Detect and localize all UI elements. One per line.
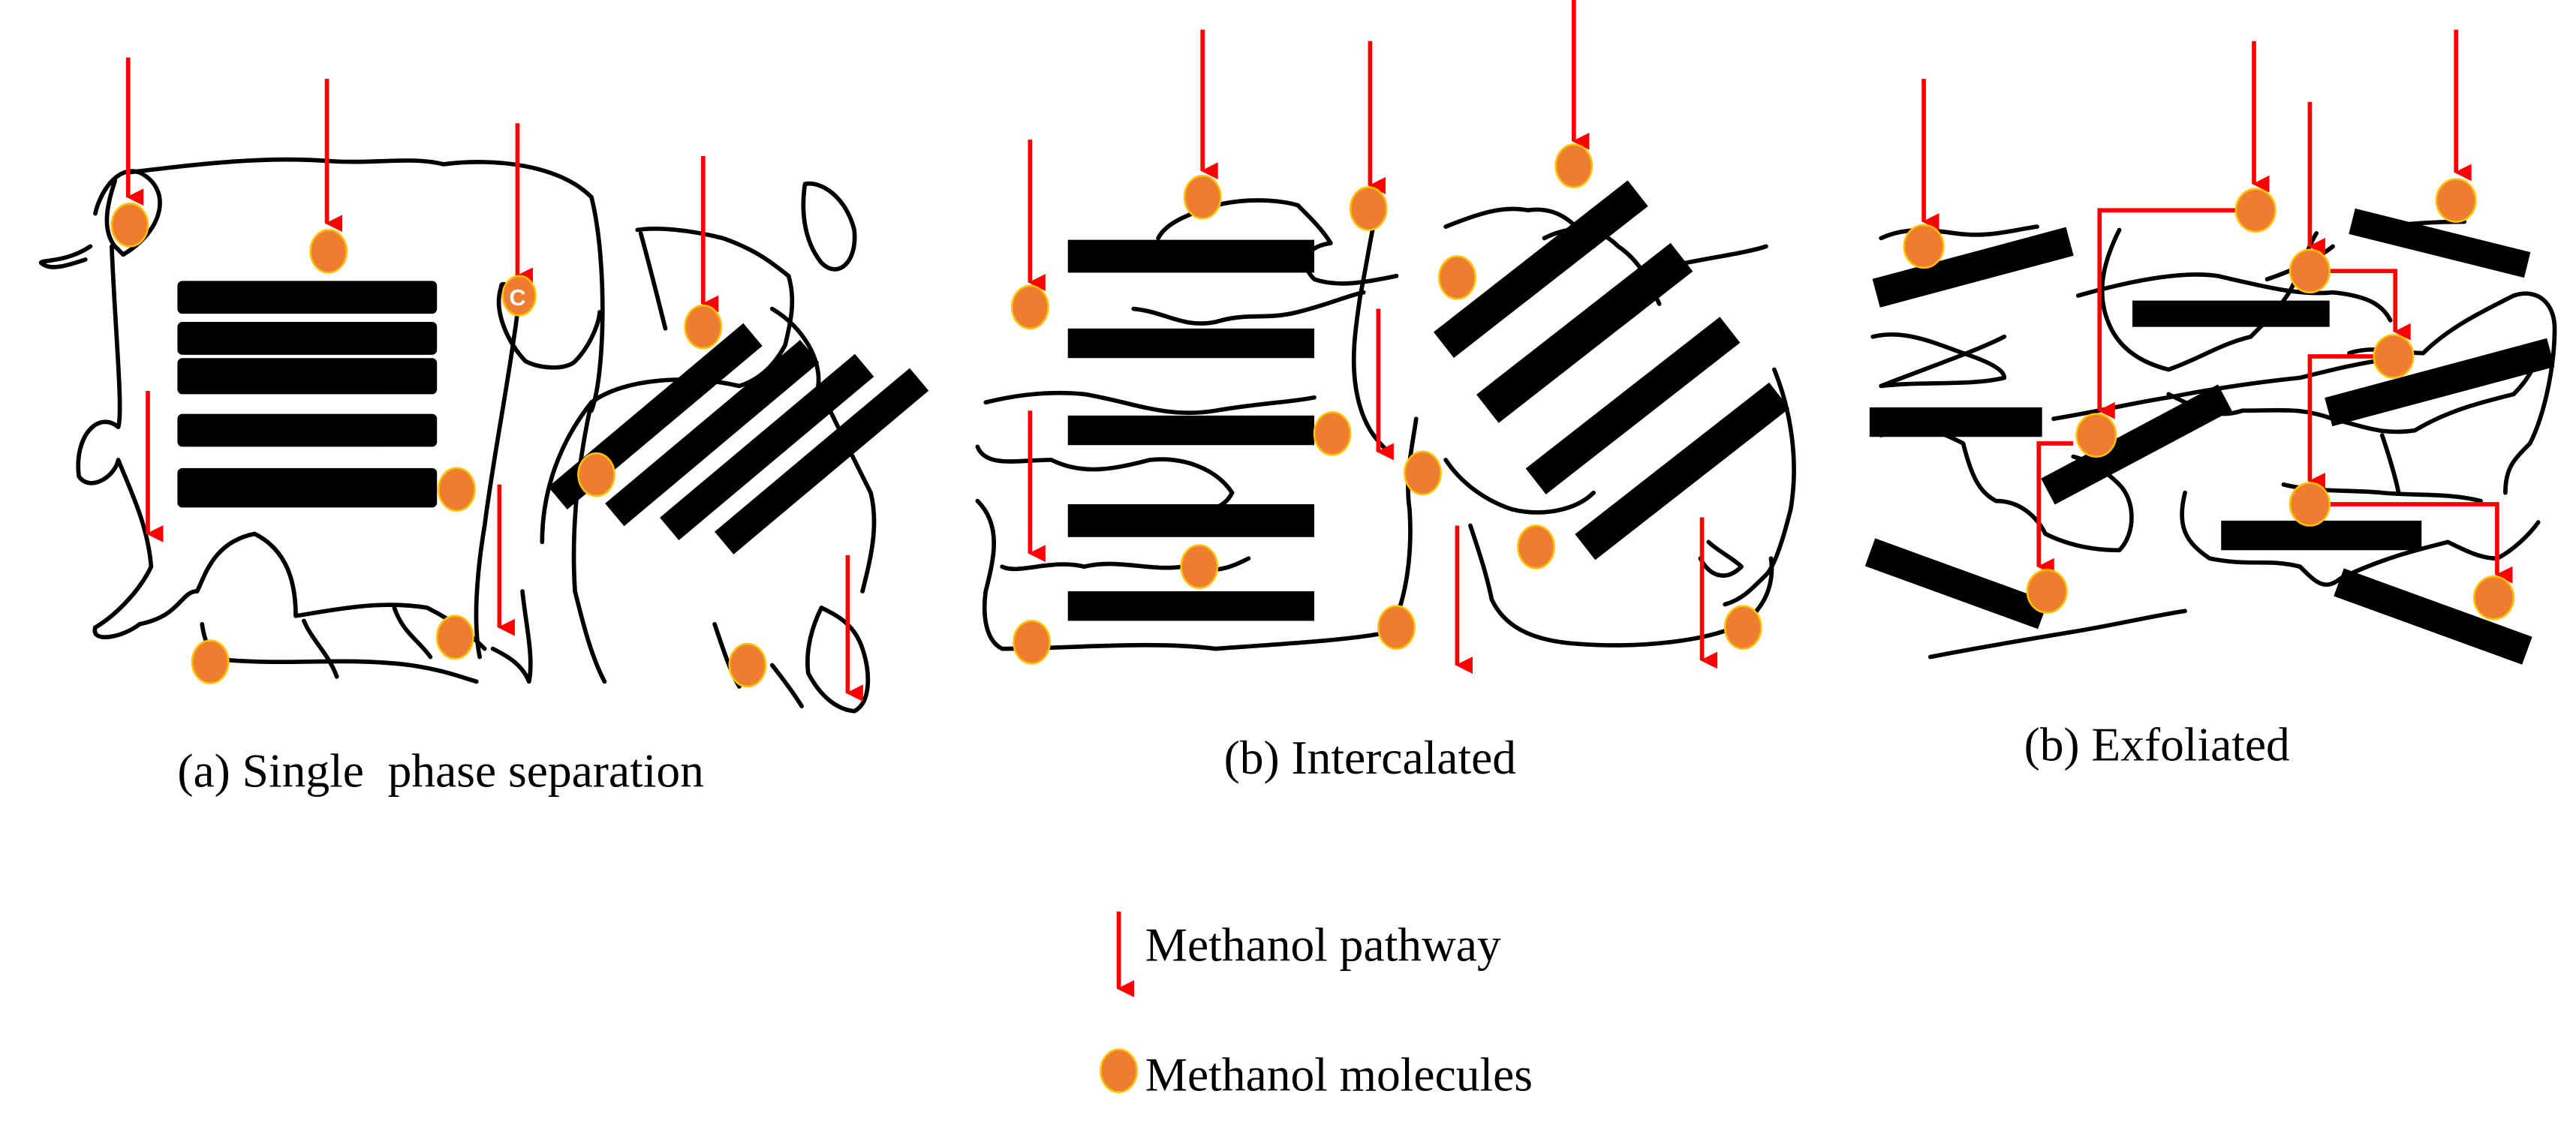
clay-layers — [177, 281, 929, 554]
orange-circle-icon — [1100, 1048, 1138, 1093]
panel-single-phase-separation: C (a) Single phase separation — [38, 57, 929, 797]
methanol-molecules: C — [110, 203, 767, 688]
polymer-chains — [975, 198, 1796, 651]
methanol-pathways — [1028, 0, 1718, 674]
methanol-molecules — [1010, 143, 1762, 665]
caption-exfoliated: (b) Exfoliated — [2024, 717, 2290, 771]
methanol-pathways — [125, 57, 863, 702]
caption-intercalated: (b) Intercalated — [1224, 731, 1516, 784]
methanol-molecules — [1903, 178, 2515, 621]
legend-item-molecules: Methanol molecules — [1100, 1047, 1533, 1101]
panel-exfoliated: (b) Exfoliated — [1864, 29, 2557, 771]
panel-intercalated: (b) Intercalated — [975, 0, 1796, 784]
legend: Methanol pathway Methanol molecules — [1100, 911, 1533, 1101]
molecule-c-label: C — [510, 285, 526, 311]
legend-pathway-label: Methanol pathway — [1145, 918, 1501, 971]
caption-single-phase-separation: (a) Single phase separation — [177, 744, 703, 797]
legend-molecules-label: Methanol molecules — [1145, 1047, 1533, 1101]
legend-item-pathway: Methanol pathway — [1116, 911, 1501, 998]
methanol-pathways — [1921, 29, 2513, 584]
clay-layers — [1067, 180, 1790, 621]
clay-layers — [1864, 208, 2555, 665]
